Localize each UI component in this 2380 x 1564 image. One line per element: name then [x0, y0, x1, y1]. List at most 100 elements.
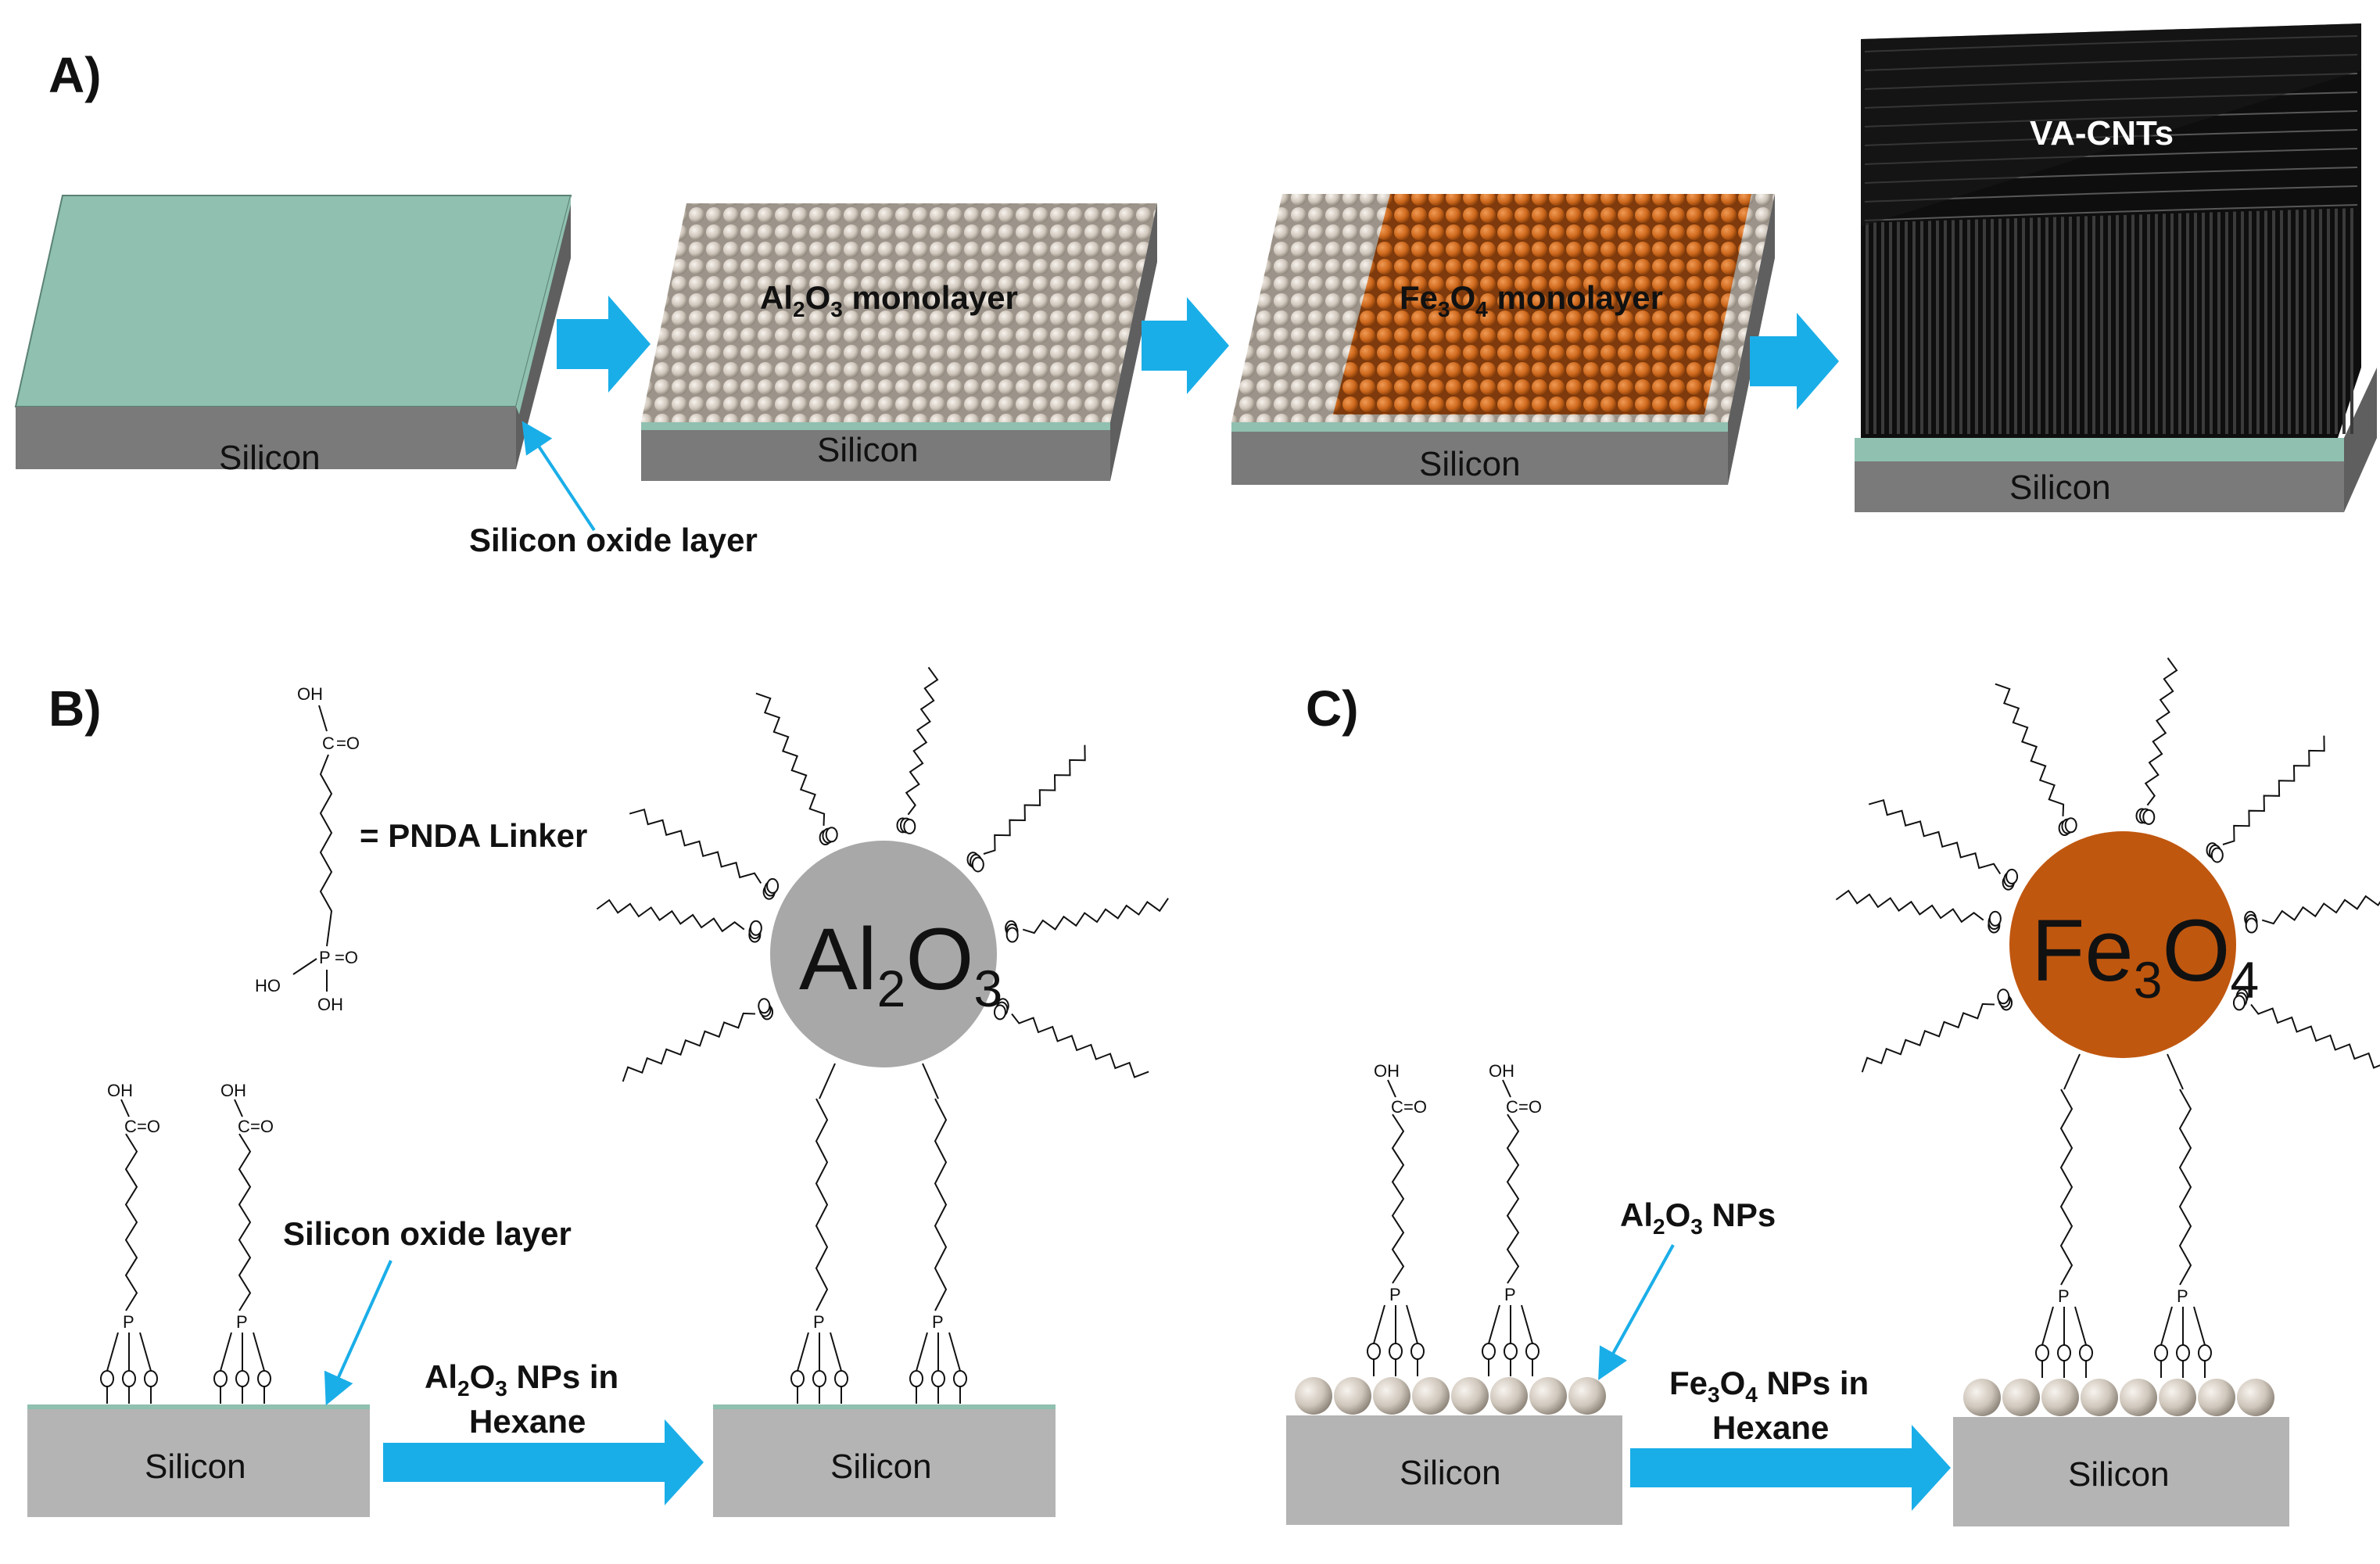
p-atom: P — [236, 1312, 248, 1332]
al2o3-bead — [2237, 1379, 2274, 1416]
oh-atom: OH — [107, 1081, 133, 1100]
ligand-chain — [1995, 683, 2065, 816]
oxygen-atom — [213, 1370, 228, 1387]
oxygen-atom — [834, 1370, 848, 1387]
oxide-top-face — [14, 195, 572, 407]
silicon-block-b-left — [27, 1408, 370, 1517]
silicon-block-c-right — [1953, 1417, 2289, 1526]
oxygen-atom — [1504, 1343, 1518, 1360]
bond — [1502, 1079, 1511, 1098]
bond — [1387, 1079, 1396, 1098]
oxygen-atom — [1389, 1343, 1403, 1360]
oxygen-atom — [2198, 1344, 2212, 1361]
bond — [253, 1332, 265, 1372]
substrate-step-4: VA-CNTs Silicon — [1855, 23, 2377, 512]
al2o3-bead — [2159, 1379, 2196, 1416]
alkyl-chain — [934, 1098, 948, 1311]
ligand-chain — [2144, 657, 2178, 806]
oh-atom: OH — [220, 1081, 246, 1100]
al2o3-bead — [1451, 1377, 1489, 1415]
oxygen-atom — [812, 1370, 826, 1387]
bond — [2041, 1306, 2054, 1346]
oh-atom: OH — [317, 995, 343, 1014]
oxide-callout-arrow — [522, 421, 596, 532]
fe3o4-monolayer-label: Fe3O4 monolayer — [1400, 279, 1663, 321]
oxygen-atom — [2057, 1344, 2071, 1361]
cnt-forest-top — [1861, 23, 2361, 227]
alkyl-chain — [2178, 1089, 2192, 1286]
oxygen-atom — [993, 1004, 1006, 1021]
carbonyl-o: =O — [1518, 1097, 1542, 1117]
bond — [2160, 1306, 2173, 1346]
bond — [2063, 1053, 2081, 1090]
p-atom: P — [932, 1312, 944, 1332]
oxygen-atom — [749, 920, 762, 936]
oxide-front-edge — [641, 422, 1110, 430]
oxide-front-edge — [1231, 422, 1728, 432]
p-atom: P — [1389, 1285, 1401, 1304]
oxygen-atom — [2142, 809, 2156, 825]
pnda-legend-molecule: OH C =O P =O HO OH — [255, 684, 360, 1014]
alkyl-chain — [238, 1133, 252, 1311]
cnt-tube-top-row — [1864, 204, 2358, 221]
oxide-side-edge — [516, 196, 571, 414]
bond — [220, 1332, 232, 1372]
silicon-front-face — [16, 407, 516, 469]
silicon-side-face — [2344, 368, 2377, 512]
oxygen-atom — [2005, 868, 2019, 884]
silicon-side-face — [516, 196, 571, 469]
ligand-chain — [905, 666, 939, 816]
ho-atom: HO — [255, 976, 281, 995]
oxygen-atom — [1988, 910, 2002, 927]
al2o3-np-label: Al2O3 — [799, 910, 1002, 1017]
arrow-b-line1: Al2O3 NPs in — [425, 1358, 618, 1401]
process-arrow-2 — [1142, 297, 1229, 394]
al2o3-bead-row-c-right — [1963, 1379, 2274, 1416]
al2o3-bead — [1963, 1379, 2001, 1416]
oxygen-atom — [1410, 1343, 1425, 1360]
alkyl-chain — [1391, 1114, 1405, 1284]
bond — [948, 1332, 961, 1372]
al2o3-bead — [1334, 1377, 1371, 1415]
oxygen-atom — [1482, 1343, 1496, 1360]
oxygen-atom — [2064, 817, 2077, 834]
al2o3-bead — [1295, 1377, 1332, 1415]
arrow-c-line2: Hexane — [1712, 1409, 1829, 1446]
p-atom: P — [2177, 1286, 2188, 1306]
ligand-chain — [1011, 1013, 1149, 1078]
silicon-label: Silicon — [1419, 445, 1521, 483]
alkyl-chain — [815, 1098, 829, 1311]
ligand-chain — [2261, 895, 2380, 925]
oxygen-atom — [122, 1370, 136, 1387]
oxygen-atom — [257, 1370, 271, 1387]
c-atom: C — [1506, 1097, 1518, 1117]
oxygen-atom — [825, 827, 838, 843]
oxygen-atom — [766, 877, 780, 894]
bond — [1488, 1304, 1500, 1344]
ligand-chain — [1022, 898, 1169, 934]
alkyl-chain — [1506, 1114, 1520, 1284]
al2o3-nps-callout: Al2O3 NPs — [1620, 1196, 1776, 1239]
oxygen-atom — [1997, 988, 2010, 1005]
bond — [1521, 1304, 1533, 1344]
oxide-callout-label: Silicon oxide layer — [469, 522, 758, 558]
phosphoryl-o: =O — [335, 948, 358, 967]
silicon-label: Silicon — [2009, 468, 2111, 507]
ligand-chain — [2222, 735, 2325, 845]
oxide-layer-b-left — [27, 1404, 370, 1409]
ligand-chain — [1835, 889, 1984, 924]
va-cnts-label: VA-CNTs — [2030, 114, 2174, 152]
oxygen-atom — [2035, 1344, 2049, 1361]
oxygen-atom — [903, 818, 916, 834]
p-atom: P — [2058, 1286, 2070, 1306]
silicon-block-b-right — [713, 1408, 1056, 1517]
bond — [2074, 1306, 2087, 1346]
silicon-front-face — [1855, 461, 2344, 512]
oxygen-atom — [2154, 1344, 2168, 1361]
oxygen-atom — [1005, 927, 1019, 943]
ligand-chain — [629, 808, 762, 884]
ligand-chain — [596, 899, 745, 933]
